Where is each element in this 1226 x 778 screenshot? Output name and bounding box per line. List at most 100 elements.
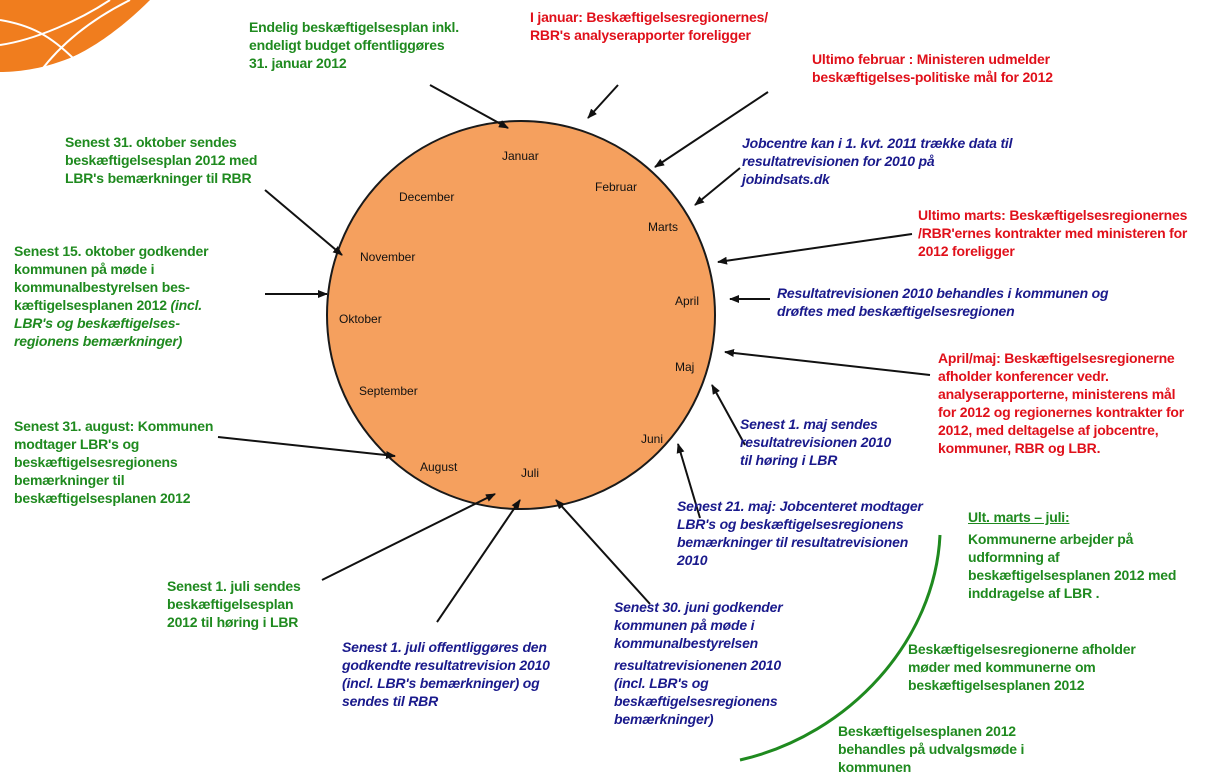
note-line: kommunen på møde i [614, 617, 755, 633]
note-line: møder med kommunerne om [908, 659, 1096, 675]
month-juli: Juli [521, 466, 540, 480]
note-line: beskæftigelsesplanen 2012 [908, 677, 1085, 693]
note-line: kommuner, RBR og LBR. [938, 440, 1101, 456]
note-line: analyserapporterne, ministerens mål [938, 386, 1176, 402]
month-december: December [399, 190, 455, 204]
arrows [217, 84, 931, 623]
note-line: Senest 1. maj sendes [740, 416, 878, 432]
note-line: LBR's bemærkninger til RBR [65, 170, 252, 186]
month-april: April [675, 294, 700, 308]
note-line: (incl. LBR's bemærkninger) og [342, 675, 540, 691]
month-november: November [360, 250, 416, 264]
note-jobcentre-data: Jobcentre kan i 1. kvt. 2011 trække data… [742, 134, 1012, 188]
note-line: kommunalbestyrelsen [614, 635, 759, 651]
note-line: beskæftigelsesregionens [14, 454, 178, 470]
note-line: Beskæftigelsesregionerne afholder [908, 641, 1136, 657]
note-april-review: Resultatrevisionen 2010 behandles i komm… [777, 284, 1109, 320]
note-line: bemærkninger) [614, 711, 714, 727]
note-july-hearing: Senest 1. juli sendes beskæftigelsesplan… [167, 577, 301, 631]
note-line: LBR's og beskæftigelsesregionens [677, 516, 904, 532]
note-line: beskæftigelsesplanen 2012 [14, 490, 191, 506]
note-line: beskæftigelses-politiske mål for 2012 [812, 69, 1053, 85]
note-line: Ultimo februar : Ministeren udmelder [812, 51, 1050, 67]
month-august: August [420, 460, 458, 474]
note-line: kommunen på møde i [14, 261, 155, 277]
note-line: Resultatrevisionen 2010 behandles i komm… [777, 285, 1109, 301]
note-line: beskæftigelsesplan [167, 596, 294, 612]
note-oct15: Senest 15. oktober godkender kommunen på… [14, 242, 209, 350]
note-line: /RBR'ernes kontrakter med ministeren for [918, 225, 1188, 241]
note-line: Kommunerne arbejder på [968, 531, 1134, 547]
month-marts: Marts [648, 220, 678, 234]
note-line: Senest 15. oktober godkender [14, 243, 209, 259]
note-line: 2012, med deltagelse af jobcentre, [938, 422, 1159, 438]
note-line: kæftigelsesplanen 2012 (incl. [14, 296, 208, 314]
note-line: Senest 1. juli sendes [167, 578, 301, 594]
note-line: kommunen [838, 759, 912, 775]
year-circle [326, 120, 716, 510]
note-line: Senest 31. august: Kommunen [14, 418, 214, 434]
note-feb-goals: Ultimo februar : Ministeren udmelder bes… [812, 50, 1053, 86]
note-line: 2012 foreligger [918, 243, 1015, 259]
note-line: beskæftigelsesplanen 2012 med [968, 567, 1177, 583]
month-oktober: Oktober [339, 312, 382, 326]
orange-swirl-logo [0, 0, 150, 73]
month-maj: Maj [675, 360, 695, 374]
note-line: Senest 31. oktober sendes [65, 134, 237, 150]
note-line: inddragelse af LBR . [968, 585, 1100, 601]
month-februar: Februar [595, 180, 638, 194]
note-line: bemærkninger til resultatrevisionen [677, 534, 909, 550]
note-jan-plan: Endelig beskæftigelsesplan inkl. endelig… [249, 18, 459, 72]
note-march-contracts: Ultimo marts: Beskæftigelsesregionernes … [918, 206, 1187, 260]
note-regions-meet: Beskæftigelsesregionerne afholder møder … [908, 640, 1136, 694]
note-jan-reports: I januar: Beskæftigelsesregionernes/ RBR… [530, 8, 768, 44]
note-july-publish: Senest 1. juli offentliggøres den godken… [342, 638, 550, 710]
note-line: modtager LBR's og [14, 436, 140, 452]
note-line: behandles på udvalgsmøde i [838, 741, 1025, 757]
note-text-italic: (incl. [170, 297, 203, 313]
note-line: LBR's og beskæftigelses- [14, 315, 180, 331]
month-september: September [359, 384, 418, 398]
note-ult-marts-juli: Ult. marts – juli: Kommunerne arbejder p… [968, 508, 1176, 602]
note-june30: Senest 30. juni godkender kommunen på mø… [614, 598, 783, 728]
note-text: kæftigelsesplanen 2012 [14, 297, 167, 313]
note-title: Ult. marts – juli: [968, 509, 1070, 525]
month-juni: Juni [641, 432, 664, 446]
note-line: RBR's analyserapporter foreligger [530, 27, 751, 43]
note-aug31: Senest 31. august: Kommunen modtager LBR… [14, 417, 213, 507]
timeline-arc [739, 534, 942, 762]
note-line: resultatrevisionenen 2010 [614, 657, 781, 673]
note-line: til høring i LBR [740, 452, 838, 468]
note-line: (incl. LBR's og [614, 675, 709, 691]
note-line: Beskæftigelsesplanen 2012 [838, 723, 1016, 739]
note-line: afholder konferencer vedr. [938, 368, 1109, 384]
note-line: 2010 [677, 552, 708, 568]
note-line: beskæftigelsesplan 2012 med [65, 152, 258, 168]
note-line: sendes til RBR [342, 693, 438, 709]
note-line: endeligt budget offentliggøres [249, 37, 445, 53]
note-line: regionens bemærkninger) [14, 333, 183, 349]
note-oct31: Senest 31. oktober sendes beskæftigelses… [65, 133, 257, 187]
note-may21: Senest 21. maj: Jobcenteret modtager LBR… [677, 497, 923, 569]
note-line: April/maj: Beskæftigelsesregionerne [938, 350, 1175, 366]
note-line: Senest 21. maj: Jobcenteret modtager [677, 498, 923, 514]
note-line: Ultimo marts: Beskæftigelsesregionernes [918, 207, 1188, 223]
note-may-hearing: Senest 1. maj sendes resultatrevisionen … [740, 415, 891, 469]
note-line: kommunalbestyrelsen bes- [14, 279, 190, 295]
note-line: resultatrevisionen 2010 [740, 434, 892, 450]
note-line: I januar: Beskæftigelsesregionernes/ [530, 9, 768, 25]
note-line: drøftes med beskæftigelsesregionen [777, 303, 1015, 319]
note-line: Jobcentre kan i 1. kvt. 2011 trække data… [742, 135, 1013, 151]
note-line: Endelig beskæftigelsesplan inkl. [249, 19, 459, 35]
note-committee: Beskæftigelsesplanen 2012 behandles på u… [838, 722, 1024, 776]
note-line: Senest 30. juni godkender [614, 599, 783, 615]
note-line: godkendte resultatrevision 2010 [342, 657, 550, 673]
note-line: udformning af [968, 549, 1060, 565]
note-line: beskæftigelsesregionens [614, 693, 778, 709]
note-line: Senest 1. juli offentliggøres den [342, 639, 547, 655]
note-line: bemærkninger til [14, 472, 125, 488]
note-line: for 2012 og regionernes kontrakter for [938, 404, 1185, 420]
note-april-may-conferences: April/maj: Beskæftigelsesregionerne afho… [938, 349, 1184, 457]
note-line: 31. januar 2012 [249, 55, 347, 71]
